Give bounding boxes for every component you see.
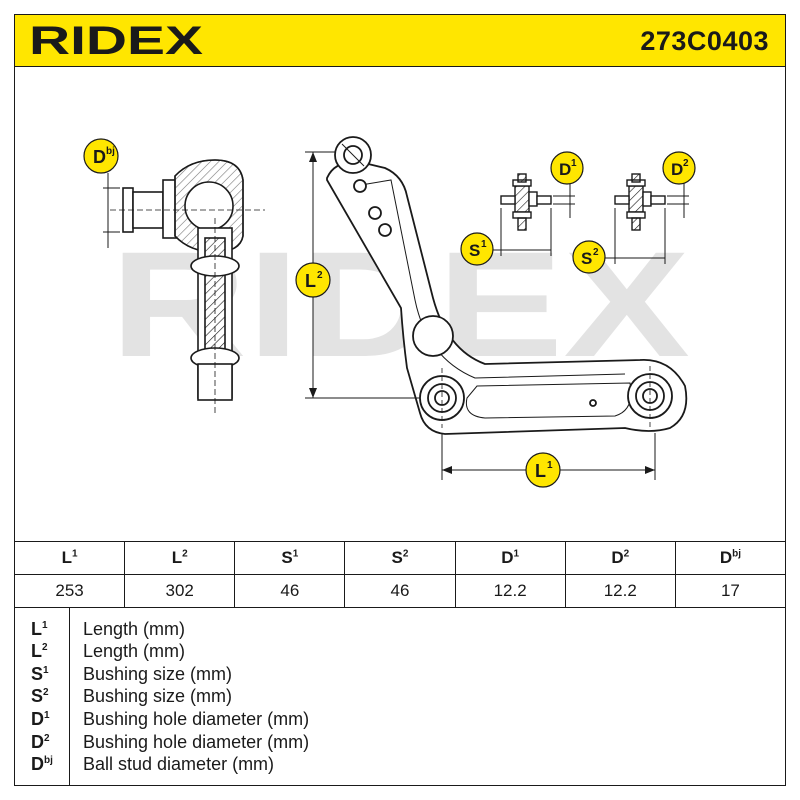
legend-description: Bushing hole diameter (mm)	[83, 709, 310, 729]
svg-text:1: 1	[571, 158, 577, 169]
legend-description: Ball stud diameter (mm)	[83, 754, 275, 774]
legend-item: S2 Bushing size (mm)	[15, 686, 785, 708]
svg-text:D: D	[93, 147, 106, 167]
header-bar: RIDEX 273C0403	[14, 14, 786, 67]
legend-description: Length (mm)	[83, 619, 186, 639]
l2-label: L 2	[295, 262, 331, 298]
ridex-logo: RIDEX	[29, 23, 203, 59]
d2-dimension	[667, 183, 689, 218]
d1-dimension	[553, 183, 575, 218]
bushing-1-view	[500, 173, 552, 231]
ball-joint-view	[110, 159, 265, 413]
legend-code: S2	[31, 686, 49, 706]
logo-wordmark: RIDEX	[29, 23, 203, 59]
svg-text:1: 1	[481, 239, 487, 250]
value-dbj: 17	[674, 574, 787, 608]
svg-text:S: S	[581, 249, 592, 268]
bushing-2-view	[614, 173, 666, 231]
d1-label: D 1	[550, 151, 584, 185]
legend-description: Bushing hole diameter (mm)	[83, 732, 310, 752]
col-l2: L2	[124, 541, 236, 575]
legend-item: L2 Length (mm)	[15, 641, 785, 663]
col-s1: S1	[234, 541, 346, 575]
svg-text:D: D	[671, 160, 683, 179]
svg-text:bj: bj	[106, 146, 115, 157]
svg-text:1: 1	[547, 460, 553, 471]
value-l2: 302	[124, 574, 236, 608]
svg-text:2: 2	[317, 270, 323, 281]
d2-label: D 2	[662, 151, 696, 185]
l1-label: L 1	[525, 452, 561, 488]
legend-description: Bushing size (mm)	[83, 686, 233, 706]
legend-box: L1 Length (mm) L2 Length (mm) S1 Bushing…	[14, 608, 786, 786]
svg-text:2: 2	[593, 247, 599, 258]
legend-code: Dbj	[31, 754, 53, 774]
value-s1: 46	[234, 574, 346, 608]
svg-text:L: L	[305, 271, 316, 291]
dimensions-table: L1 L2 S1 S2 D1 D2 Dbj 253 302 46 46 12.2…	[13, 541, 787, 608]
technical-drawing: RIDEX D bj	[83, 136, 696, 488]
s1-dimension	[487, 208, 552, 256]
value-d1: 12.2	[454, 574, 566, 608]
legend-item: S1 Bushing size (mm)	[15, 664, 785, 686]
dimensions-value-row: 253 302 46 46 12.2 12.2 17	[13, 574, 787, 608]
legend-code: D2	[31, 732, 50, 752]
svg-text:L: L	[535, 461, 546, 481]
legend-code: L1	[31, 619, 48, 639]
control-arm	[326, 136, 688, 435]
value-l1: 253	[13, 574, 126, 608]
s2-dimension	[599, 208, 666, 264]
col-d1: D1	[454, 541, 566, 575]
value-d2: 12.2	[564, 574, 676, 608]
s2-label: S 2	[572, 240, 606, 274]
dbj-label: D bj	[83, 138, 119, 174]
s1-label: S 1	[460, 232, 494, 266]
legend-item: Dbj Ball stud diameter (mm)	[15, 754, 785, 776]
legend-description: Length (mm)	[83, 641, 186, 661]
svg-text:D: D	[559, 160, 571, 179]
legend-code: S1	[31, 664, 49, 684]
legend-description: Bushing size (mm)	[83, 664, 233, 684]
col-l1: L1	[13, 541, 126, 575]
svg-text:S: S	[469, 241, 480, 260]
legend-item: D1 Bushing hole diameter (mm)	[15, 709, 785, 731]
col-s2: S2	[344, 541, 456, 575]
col-dbj: Dbj	[674, 541, 787, 575]
value-s2: 46	[344, 574, 456, 608]
legend-divider	[69, 608, 70, 785]
col-d2: D2	[564, 541, 676, 575]
legend-code: L2	[31, 641, 48, 661]
legend-item: D2 Bushing hole diameter (mm)	[15, 732, 785, 754]
svg-text:2: 2	[683, 158, 689, 169]
legend-code: D1	[31, 709, 50, 729]
dbj-dimension	[103, 173, 120, 248]
legend-item: L1 Length (mm)	[15, 619, 785, 641]
dimensions-header-row: L1 L2 S1 S2 D1 D2 Dbj	[13, 541, 787, 575]
part-number: 273C0403	[640, 26, 769, 56]
